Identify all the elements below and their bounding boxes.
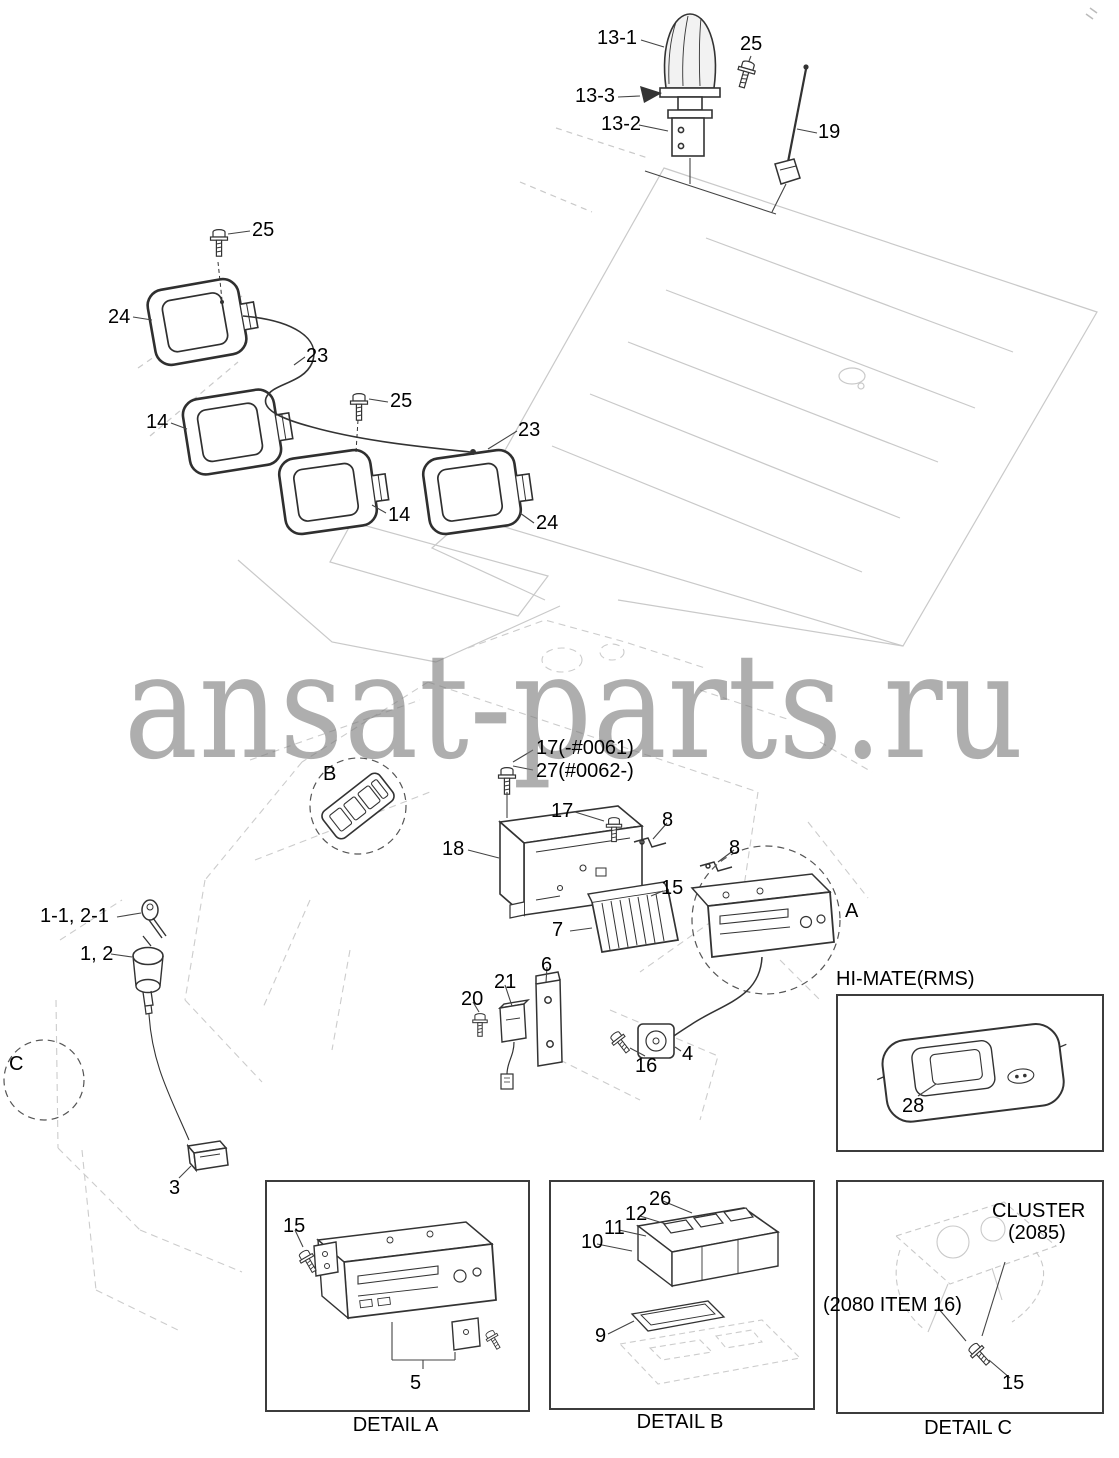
part-label-15-detail-a: 15: [283, 1215, 306, 1237]
part-label-17-0061: 17(-#0061): [536, 737, 634, 759]
corner-artifact: [1085, 7, 1098, 20]
detail-c-caption: DETAIL C: [924, 1417, 1012, 1439]
bracket-plate-drawing: [535, 971, 563, 1067]
part-label-25-beacon: 25: [740, 33, 763, 55]
part-label-13-2: 13-2: [601, 113, 642, 135]
part-label-3: 3: [169, 1177, 181, 1199]
part-label-13-3: 13-3: [575, 85, 616, 107]
beacon-lamp-drawing: [640, 13, 721, 157]
part-label-14-left: 14: [146, 411, 169, 433]
wiring-harness-drawing: [217, 261, 476, 455]
fuse-part-drawing: [186, 1140, 229, 1173]
mounting-clips-drawing: [633, 837, 733, 872]
hi-mate-title: HI-MATE(RMS): [836, 968, 975, 990]
part-label-20: 20: [461, 988, 484, 1010]
part-label-25-mid: 25: [390, 390, 413, 412]
view-c-circle: [3, 1039, 85, 1121]
part-label-23-lower: 23: [518, 419, 541, 441]
detail-a-caption: DETAIL A: [352, 1414, 439, 1436]
part-label-14-mid: 14: [388, 504, 411, 526]
detail-a-box: [265, 1180, 530, 1412]
relay-drawing: [497, 998, 531, 1090]
part-label-1-1-2-1: 1-1, 2-1: [40, 905, 109, 927]
detail-a-drawing: [313, 1221, 497, 1351]
part-label-1-2: 1, 2: [80, 943, 114, 965]
part-label-17: 17: [551, 800, 574, 822]
antenna-drawing: [774, 64, 809, 185]
detail-b-console-art: [618, 1319, 802, 1385]
part-label-24-right: 24: [536, 512, 559, 534]
part-label-15-clip: 15: [661, 877, 684, 899]
part-label-5: 5: [410, 1372, 422, 1394]
part-label-27-0062: 27(#0062-): [536, 760, 634, 782]
part-label-8-left: 8: [662, 809, 674, 831]
view-a-label: A: [845, 900, 859, 922]
cluster-code: (2085): [1008, 1222, 1066, 1244]
part-label-12: 12: [625, 1203, 648, 1225]
part-label-10: 10: [581, 1231, 604, 1253]
hi-mate-unit-drawing: [876, 1023, 1067, 1123]
view-b-label: B: [323, 763, 337, 785]
amplifier-drawing: [586, 881, 680, 953]
part-label-8-right: 8: [729, 837, 741, 859]
leader-lines: [110, 39, 1011, 1379]
part-label-26: 26: [649, 1188, 672, 1210]
part-label-7: 7: [552, 919, 564, 941]
ignition-key-drawing: [132, 899, 190, 1141]
part-label-25-left: 25: [252, 219, 275, 241]
machine-roof-outline-art: [137, 127, 1098, 663]
part-label-28: 28: [902, 1095, 925, 1117]
radio-unit-drawing: [690, 845, 841, 995]
detail-c-box: [836, 1180, 1104, 1414]
work-lamps-drawing: [143, 273, 538, 538]
part-label-4: 4: [682, 1043, 694, 1065]
part-label-21: 21: [494, 971, 517, 993]
part-label-15-detail-c: 15: [1002, 1372, 1025, 1394]
part-label-16: 16: [635, 1055, 658, 1077]
hi-mate-box: [836, 994, 1104, 1152]
part-label-23-upper: 23: [306, 345, 329, 367]
detail-b-box: [549, 1180, 815, 1410]
speaker-drawing: [637, 956, 763, 1059]
ref-note-2080: (2080 ITEM 16): [823, 1294, 962, 1316]
detail-c-cluster-art: [894, 1201, 1058, 1333]
part-label-18: 18: [442, 838, 465, 860]
switch-panel-drawing: [309, 757, 407, 855]
part-label-9: 9: [595, 1325, 607, 1347]
watermark: ansat-parts.ru: [124, 622, 1025, 792]
cluster-title: CLUSTER: [992, 1200, 1086, 1222]
view-c-label: C: [9, 1053, 24, 1075]
detail-b-drawing: [630, 1207, 781, 1332]
part-label-6: 6: [541, 954, 553, 976]
part-label-24-left: 24: [108, 306, 131, 328]
part-label-11: 11: [604, 1217, 625, 1239]
part-label-13-1: 13-1: [597, 27, 638, 49]
part-label-19: 19: [818, 121, 841, 143]
detail-b-caption: DETAIL B: [636, 1411, 724, 1433]
